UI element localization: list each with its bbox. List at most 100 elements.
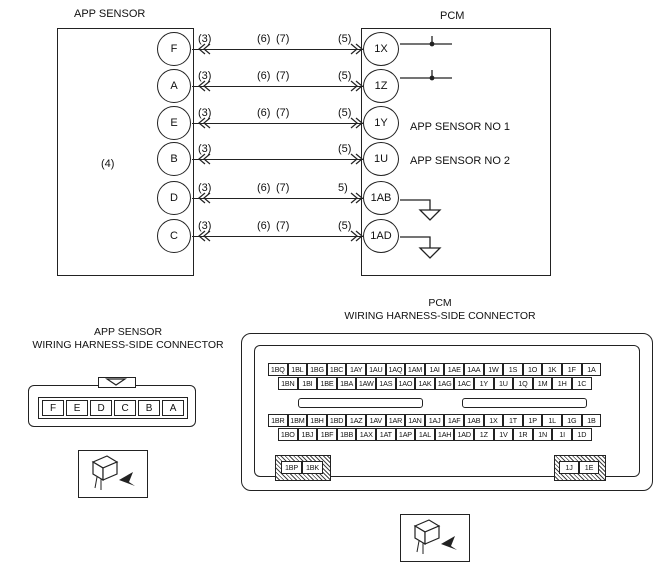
- wire-ref-7: (7): [276, 33, 290, 45]
- connector-view-icon: [91, 455, 135, 490]
- wire-ref-5: (5): [338, 143, 352, 155]
- app-sensor-pin: C: [157, 219, 191, 253]
- pcm-pin-cell: 1M: [532, 377, 553, 390]
- pcm-pin-cell: 1AV: [366, 414, 386, 427]
- pcm-pin-cell: 1S: [503, 363, 523, 376]
- pcm-pin-cell: 1V: [493, 428, 514, 441]
- pcm-pin-cell: 1AH: [434, 428, 455, 441]
- pcm-pin-cell: 1BP: [281, 461, 302, 474]
- pcm-pin-cell: 1AD: [454, 428, 474, 441]
- pcm-pin-cell: 1L: [542, 414, 562, 427]
- app-connector-latch-mark: [105, 378, 127, 386]
- pcm-pin: 1U: [363, 142, 399, 176]
- wire-ref-6: (6): [257, 220, 271, 232]
- pcm-pin-cell: 1AO: [395, 377, 416, 390]
- pcm-pin-cell: 1C: [572, 377, 592, 390]
- pcm-pin-cell: 1AZ: [346, 414, 366, 427]
- double-arrow-icon: [350, 80, 363, 92]
- pcm-pin-cell: 1AC: [454, 377, 474, 390]
- app-connector-pin: E: [66, 400, 88, 416]
- pcm-pin: 1AB: [363, 181, 399, 215]
- pcm-pin: 1AD: [363, 219, 399, 253]
- connector-view-icon: [413, 519, 457, 554]
- pcm-pin-cell: 1X: [483, 414, 504, 427]
- pcm-connector-title-1: PCM: [428, 297, 452, 309]
- pcm-pin-cell: 1AA: [464, 363, 484, 376]
- wire-ref-6: (6): [257, 182, 271, 194]
- wire-ref-7: (7): [276, 182, 290, 194]
- harness-wire: [192, 236, 363, 237]
- pcm-pin-cell: 1Z: [474, 428, 494, 441]
- pcm-pin-cell: 1AK: [415, 377, 435, 390]
- pcm-pin-cell: 1AI: [424, 363, 445, 376]
- pcm-pin-cell: 1BD: [326, 414, 347, 427]
- app-connector-pin: D: [90, 400, 112, 416]
- pcm-pin-cell: 1AL: [415, 428, 435, 441]
- pcm-pin-cell: 1BN: [278, 377, 298, 390]
- pcm-pin-cell: 1AG: [434, 377, 455, 390]
- app-sensor-pin: B: [157, 142, 191, 176]
- pcm-pin-cell: 1AN: [405, 414, 425, 427]
- pcm-pin-cell: 1AT: [376, 428, 396, 441]
- double-arrow-icon: [350, 43, 363, 55]
- wire-ref-7: (7): [276, 220, 290, 232]
- pcm-pin-cell: 1AX: [356, 428, 376, 441]
- app-sensor-pin: D: [157, 181, 191, 215]
- double-arrow-icon: [198, 230, 211, 242]
- pcm-pin-cell: 1B: [581, 414, 602, 427]
- pcm-connector-key-right: [462, 398, 587, 408]
- pcm-pin-cell: 1BI: [297, 377, 318, 390]
- pcm-pin-cell: 1BK: [302, 461, 323, 474]
- wire-ref-3: (3): [198, 33, 212, 45]
- pcm-pin-cell: 1BA: [336, 377, 357, 390]
- pcm-pin-cell: 1AR: [385, 414, 406, 427]
- double-arrow-icon: [350, 117, 363, 129]
- pcm-pin-cell: 1N: [532, 428, 553, 441]
- harness-wire: [192, 123, 363, 124]
- pcm-pin-cell: 1AB: [464, 414, 484, 427]
- pcm-pin-cell: 1BJ: [297, 428, 318, 441]
- app-sensor-body-ref: (4): [101, 158, 115, 170]
- pcm-pin-cell: 1E: [579, 461, 599, 474]
- app-view-icon: [78, 450, 148, 498]
- app-connector-title-2: WIRING HARNESS-SIDE CONNECTOR: [32, 339, 224, 351]
- wire-ref-7: (7): [276, 107, 290, 119]
- app-connector-pin: C: [114, 400, 136, 416]
- pcm-pin-cell: 1BB: [336, 428, 357, 441]
- double-arrow-icon: [198, 43, 211, 55]
- pcm-signal-label-2: APP SENSOR NO 2: [410, 155, 511, 167]
- pcm-pin-cell: 1J: [559, 461, 579, 474]
- pcm-pin-cell: 1BL: [287, 363, 308, 376]
- pcm-pin-cell: 1AE: [444, 363, 464, 376]
- pcm-pin-cell: 1AP: [395, 428, 416, 441]
- wire-ref-6: (6): [257, 33, 271, 45]
- pcm-pin-cell: 1AF: [444, 414, 464, 427]
- pcm-pin-cell: 1R: [513, 428, 533, 441]
- wire-ref-3: (3): [198, 107, 212, 119]
- pcm-pin-cell: 1O: [522, 363, 543, 376]
- wire-ref-5: (5): [338, 107, 352, 119]
- pcm-pin-cell: 1AY: [346, 363, 366, 376]
- pcm-pin-cell: 1AQ: [385, 363, 406, 376]
- pcm-block: [361, 28, 551, 276]
- pcm-pin: 1Y: [363, 106, 399, 140]
- pcm-signal-label-1: APP SENSOR NO 1: [410, 121, 511, 133]
- harness-wire: [192, 86, 363, 87]
- pcm-title: PCM: [440, 10, 465, 22]
- pcm-pin-cell: 1BQ: [268, 363, 288, 376]
- pcm-pin-cell: 1BG: [307, 363, 327, 376]
- harness-wire: [192, 198, 363, 199]
- wire-ref-5: (5): [338, 220, 352, 232]
- app-connector-pin: B: [138, 400, 160, 416]
- pcm-pin-cell: 1H: [552, 377, 572, 390]
- pcm-pin-cell: 1AJ: [424, 414, 445, 427]
- pcm-connector-shell-inner: [254, 345, 640, 477]
- app-connector-pin: F: [42, 400, 64, 416]
- double-arrow-icon: [350, 230, 363, 242]
- pcm-pin-cell: 1AS: [376, 377, 396, 390]
- wire-ref-5: 5): [338, 182, 348, 194]
- pcm-pin-cell: 1D: [572, 428, 592, 441]
- app-sensor-pin: F: [157, 32, 191, 66]
- pcm-pin-cell: 1K: [542, 363, 562, 376]
